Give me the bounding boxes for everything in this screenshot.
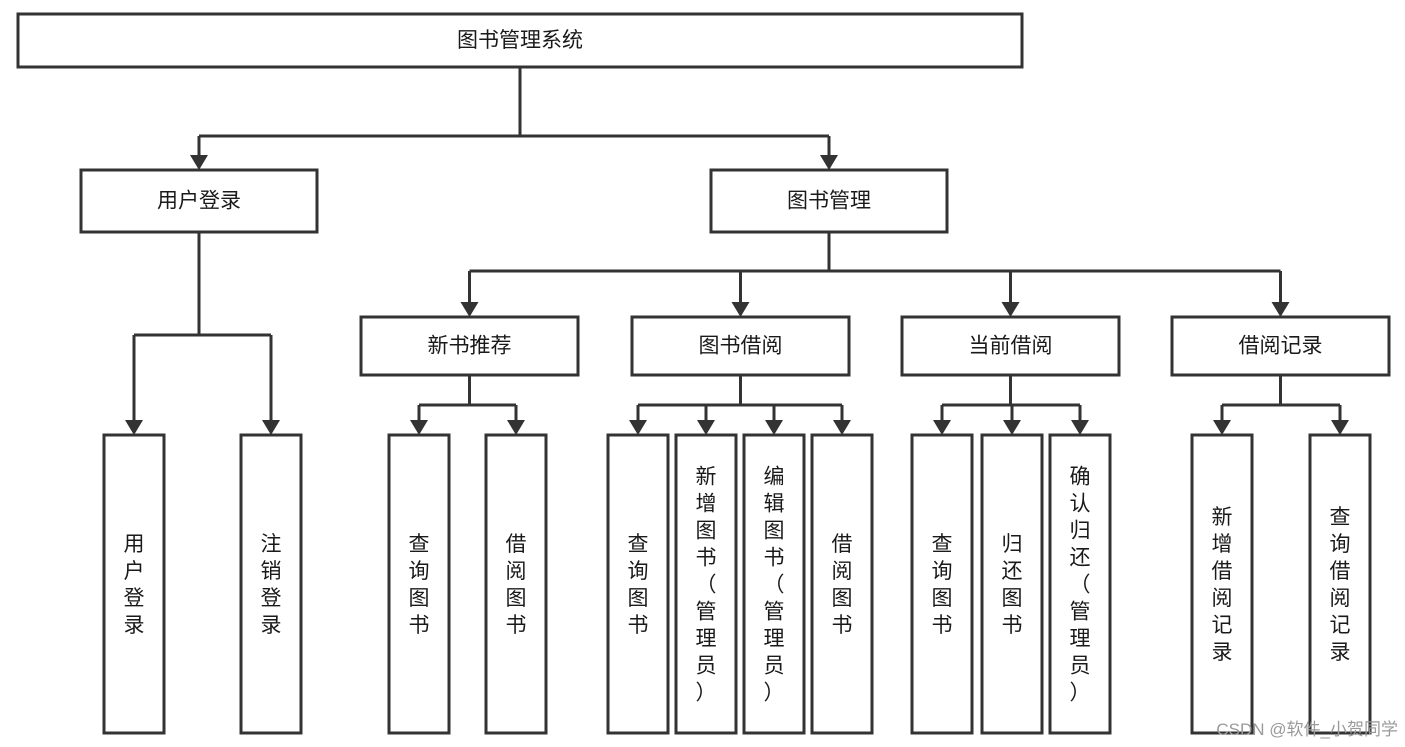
node-record-query[interactable]: 查询借阅记录: [1308, 433, 1372, 735]
node-box-user-login-login[interactable]: [102, 433, 166, 735]
node-label-borrow-borrow-book: 借阅图书: [832, 533, 853, 637]
edge-book-management-to-current-borrow-arrowhead: [1001, 302, 1020, 317]
edge-book-management-to-new-book-recommend-arrowhead: [460, 302, 479, 317]
node-label-borrow-add-book: 新增图书（管理员）: [696, 466, 717, 705]
node-label-record-query: 查询借阅记录: [1330, 506, 1351, 664]
edge-book-borrow-to-borrow-edit-book-arrowhead: [765, 420, 783, 435]
edge-borrow-record-to-record-add-arrowhead: [1213, 420, 1231, 435]
edge-current-borrow-to-current-confirm-return-arrowhead: [1071, 420, 1089, 435]
node-box-current-return-book[interactable]: [980, 433, 1044, 735]
node-borrow-query-book[interactable]: 查询图书: [606, 433, 670, 735]
csdn-watermark: CSDN @软件_小贺同学: [1216, 720, 1398, 739]
node-label-current-return-book: 归还图书: [1002, 533, 1023, 637]
node-box-record-add[interactable]: [1190, 433, 1254, 735]
node-box-current-borrow[interactable]: [900, 315, 1121, 377]
edge-new-book-recommend-to-recommend-query-book-arrowhead: [410, 420, 428, 435]
node-user-login-logout[interactable]: 注销登录: [239, 433, 303, 735]
node-box-user-login-logout[interactable]: [239, 433, 303, 735]
node-box-current-confirm-return[interactable]: [1048, 433, 1112, 735]
node-label-recommend-borrow-book: 借阅图书: [506, 533, 527, 637]
node-box-record-query[interactable]: [1308, 433, 1372, 735]
connector-layer: [125, 67, 1349, 435]
node-layer: 图书管理系统用户登录用户登录注销登录图书管理新书推荐查询图书借阅图书图书借阅查询…: [16, 12, 1391, 735]
node-label-new-book-recommend: 新书推荐: [428, 335, 512, 358]
edge-book-borrow-to-borrow-borrow-book-arrowhead: [833, 420, 851, 435]
node-box-borrow-add-book[interactable]: [674, 433, 738, 735]
node-box-book-management[interactable]: [709, 168, 949, 234]
node-root[interactable]: 图书管理系统: [16, 12, 1024, 69]
node-new-book-recommend[interactable]: 新书推荐: [359, 315, 580, 377]
edge-book-borrow-to-borrow-query-book-arrowhead: [629, 420, 647, 435]
edge-book-management-to-book-borrow-arrowhead: [731, 302, 750, 317]
edge-current-borrow-to-current-return-book-arrowhead: [1003, 420, 1021, 435]
node-borrow-edit-book[interactable]: 编辑图书（管理员）: [742, 433, 806, 735]
node-book-management[interactable]: 图书管理: [709, 168, 949, 234]
node-box-user-login[interactable]: [79, 168, 319, 234]
node-borrow-add-book[interactable]: 新增图书（管理员）: [674, 433, 738, 735]
node-box-recommend-borrow-book[interactable]: [484, 433, 548, 735]
node-current-return-book[interactable]: 归还图书: [980, 433, 1044, 735]
node-label-current-query-book: 查询图书: [932, 533, 953, 637]
node-box-borrow-edit-book[interactable]: [742, 433, 806, 735]
edge-user-login-to-user-login-logout-arrowhead: [262, 420, 280, 435]
node-recommend-query-book[interactable]: 查询图书: [387, 433, 451, 735]
node-book-borrow[interactable]: 图书借阅: [630, 315, 851, 377]
node-box-new-book-recommend[interactable]: [359, 315, 580, 377]
node-box-recommend-query-book[interactable]: [387, 433, 451, 735]
node-label-book-management: 图书管理: [787, 190, 871, 213]
node-box-root[interactable]: [16, 12, 1024, 69]
node-current-confirm-return[interactable]: 确认归还（管理员）: [1048, 433, 1112, 735]
edge-book-borrow-to-borrow-add-book-arrowhead: [697, 420, 715, 435]
node-label-borrow-query-book: 查询图书: [628, 533, 649, 637]
node-box-book-borrow[interactable]: [630, 315, 851, 377]
node-box-borrow-record[interactable]: [1170, 315, 1391, 377]
node-label-user-login-login: 用户登录: [124, 533, 145, 637]
node-box-borrow-query-book[interactable]: [606, 433, 670, 735]
edge-borrow-record-to-record-query-arrowhead: [1331, 420, 1349, 435]
node-user-login[interactable]: 用户登录: [79, 168, 319, 234]
edge-new-book-recommend-to-recommend-borrow-book-arrowhead: [507, 420, 525, 435]
edge-root-to-user-login-arrowhead: [190, 155, 208, 170]
node-box-borrow-borrow-book[interactable]: [810, 433, 874, 735]
node-label-borrow-record: 借阅记录: [1239, 335, 1323, 358]
node-current-query-book[interactable]: 查询图书: [910, 433, 974, 735]
node-label-recommend-query-book: 查询图书: [409, 533, 430, 637]
node-recommend-borrow-book[interactable]: 借阅图书: [484, 433, 548, 735]
node-label-user-login-logout: 注销登录: [261, 533, 282, 637]
node-label-current-borrow: 当前借阅: [969, 335, 1053, 358]
node-label-current-confirm-return: 确认归还（管理员）: [1070, 466, 1091, 705]
node-box-current-query-book[interactable]: [910, 433, 974, 735]
node-label-borrow-edit-book: 编辑图书（管理员）: [764, 466, 785, 705]
edge-current-borrow-to-current-query-book-arrowhead: [933, 420, 951, 435]
node-borrow-borrow-book[interactable]: 借阅图书: [810, 433, 874, 735]
node-label-root: 图书管理系统: [457, 29, 583, 52]
node-label-record-add: 新增借阅记录: [1212, 506, 1233, 664]
edge-user-login-to-user-login-login-arrowhead: [125, 420, 143, 435]
node-label-book-borrow: 图书借阅: [699, 335, 783, 358]
node-user-login-login[interactable]: 用户登录: [102, 433, 166, 735]
node-current-borrow[interactable]: 当前借阅: [900, 315, 1121, 377]
edge-root-to-book-management-arrowhead: [820, 155, 838, 170]
node-record-add[interactable]: 新增借阅记录: [1190, 433, 1254, 735]
node-borrow-record[interactable]: 借阅记录: [1170, 315, 1391, 377]
edge-book-management-to-borrow-record-arrowhead: [1271, 302, 1290, 317]
node-label-user-login: 用户登录: [157, 190, 241, 213]
